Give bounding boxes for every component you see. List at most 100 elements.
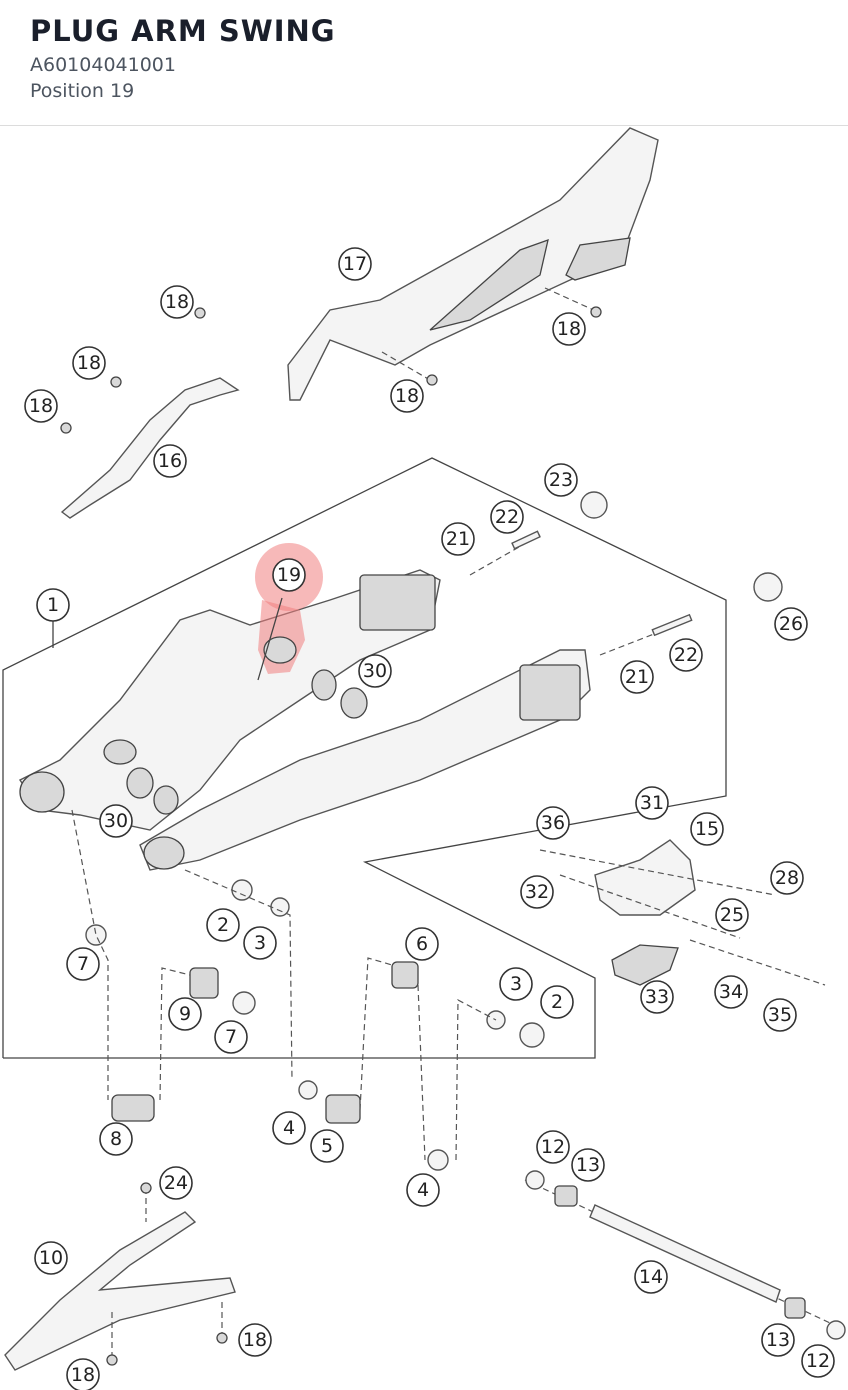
svg-text:8: 8 xyxy=(110,1128,122,1150)
svg-text:13: 13 xyxy=(766,1329,790,1351)
callout-4[interactable]: 4 xyxy=(272,1111,306,1145)
callout-4[interactable]: 4 xyxy=(406,1173,440,1207)
svg-text:2: 2 xyxy=(551,991,563,1013)
callout-19[interactable]: 19 xyxy=(272,558,306,592)
svg-text:12: 12 xyxy=(806,1350,830,1372)
callout-18[interactable]: 18 xyxy=(390,379,424,413)
chain-slider-lower-part xyxy=(4,1211,236,1371)
callout-3[interactable]: 3 xyxy=(243,926,277,960)
svg-text:36: 36 xyxy=(541,812,565,834)
callout-3[interactable]: 3 xyxy=(499,967,533,1001)
svg-text:18: 18 xyxy=(165,291,189,313)
svg-text:32: 32 xyxy=(525,881,549,903)
callout-16[interactable]: 16 xyxy=(153,444,187,478)
callout-8[interactable]: 8 xyxy=(99,1122,133,1156)
svg-text:7: 7 xyxy=(77,953,89,975)
callout-12[interactable]: 12 xyxy=(801,1344,835,1378)
callout-30[interactable]: 30 xyxy=(358,654,392,688)
svg-text:19: 19 xyxy=(277,564,301,586)
callout-2[interactable]: 2 xyxy=(540,985,574,1019)
svg-text:33: 33 xyxy=(645,986,669,1008)
svg-text:13: 13 xyxy=(576,1154,600,1176)
callout-18[interactable]: 18 xyxy=(24,389,58,423)
axle-part xyxy=(524,1170,846,1340)
callout-23[interactable]: 23 xyxy=(544,463,578,497)
caliper-support-part xyxy=(594,839,696,986)
svg-text:18: 18 xyxy=(71,1364,95,1386)
svg-text:18: 18 xyxy=(557,318,581,340)
svg-text:3: 3 xyxy=(510,973,522,995)
callout-22[interactable]: 22 xyxy=(490,500,524,534)
callout-25[interactable]: 25 xyxy=(715,898,749,932)
svg-text:14: 14 xyxy=(639,1266,663,1288)
part-number: A60104041001 xyxy=(30,54,176,76)
svg-text:9: 9 xyxy=(179,1003,191,1025)
swingarm-part xyxy=(18,569,591,871)
callout-28[interactable]: 28 xyxy=(770,861,804,895)
callout-24[interactable]: 24 xyxy=(159,1166,193,1200)
svg-text:30: 30 xyxy=(363,660,387,682)
callout-32[interactable]: 32 xyxy=(520,875,554,909)
svg-text:22: 22 xyxy=(495,506,519,528)
callouts: 1 2 2 3 3 4 4 5 6 7 7 8 9 10 12 12 13 13… xyxy=(24,247,835,1390)
callout-30[interactable]: 30 xyxy=(99,804,133,838)
callout-9[interactable]: 9 xyxy=(168,997,202,1031)
svg-text:5: 5 xyxy=(321,1135,333,1157)
part-title: PLUG ARM SWING xyxy=(30,14,336,48)
svg-text:30: 30 xyxy=(104,810,128,832)
callout-31[interactable]: 31 xyxy=(635,786,669,820)
exploded-parts-diagram: 1 2 2 3 3 4 4 5 6 7 7 8 9 10 12 12 13 13… xyxy=(2,127,846,1390)
callout-34[interactable]: 34 xyxy=(714,975,748,1009)
callout-14[interactable]: 14 xyxy=(634,1260,668,1294)
svg-text:3: 3 xyxy=(254,932,266,954)
svg-text:28: 28 xyxy=(775,867,799,889)
callout-5[interactable]: 5 xyxy=(310,1129,344,1163)
svg-text:6: 6 xyxy=(416,933,428,955)
callout-12[interactable]: 12 xyxy=(536,1130,570,1164)
svg-text:18: 18 xyxy=(29,395,53,417)
svg-text:2: 2 xyxy=(217,914,229,936)
callout-21[interactable]: 21 xyxy=(441,522,475,556)
svg-text:23: 23 xyxy=(549,469,573,491)
callout-10[interactable]: 10 xyxy=(34,1241,68,1275)
callout-22[interactable]: 22 xyxy=(669,638,703,672)
svg-text:18: 18 xyxy=(77,352,101,374)
svg-text:31: 31 xyxy=(640,792,664,814)
callout-17[interactable]: 17 xyxy=(338,247,372,281)
chain-guide-part xyxy=(287,127,659,401)
svg-text:4: 4 xyxy=(283,1117,295,1139)
svg-text:15: 15 xyxy=(695,818,719,840)
callout-21[interactable]: 21 xyxy=(620,660,654,694)
callout-18[interactable]: 18 xyxy=(238,1323,272,1357)
callout-26[interactable]: 26 xyxy=(774,607,808,641)
svg-text:34: 34 xyxy=(719,981,743,1003)
callout-1[interactable]: 1 xyxy=(36,588,70,622)
svg-text:35: 35 xyxy=(768,1004,792,1026)
callout-18[interactable]: 18 xyxy=(552,312,586,346)
svg-text:18: 18 xyxy=(395,385,419,407)
callout-7[interactable]: 7 xyxy=(214,1020,248,1054)
callout-33[interactable]: 33 xyxy=(640,980,674,1014)
callout-18[interactable]: 18 xyxy=(72,346,106,380)
callout-13[interactable]: 13 xyxy=(571,1148,605,1182)
svg-text:10: 10 xyxy=(39,1247,63,1269)
svg-text:24: 24 xyxy=(164,1172,188,1194)
fasteners-parts xyxy=(60,306,783,1366)
callout-7[interactable]: 7 xyxy=(66,947,100,981)
svg-text:21: 21 xyxy=(446,528,470,550)
callout-36[interactable]: 36 xyxy=(536,806,570,840)
callout-6[interactable]: 6 xyxy=(405,927,439,961)
chain-slider-upper-part xyxy=(60,377,240,519)
svg-text:17: 17 xyxy=(343,253,367,275)
callout-18[interactable]: 18 xyxy=(66,1358,100,1390)
svg-text:12: 12 xyxy=(541,1136,565,1158)
callout-2[interactable]: 2 xyxy=(206,908,240,942)
callout-13[interactable]: 13 xyxy=(761,1323,795,1357)
callout-15[interactable]: 15 xyxy=(690,812,724,846)
callout-35[interactable]: 35 xyxy=(763,998,797,1032)
svg-text:7: 7 xyxy=(225,1026,237,1048)
svg-text:22: 22 xyxy=(674,644,698,666)
svg-text:4: 4 xyxy=(417,1179,429,1201)
callout-18[interactable]: 18 xyxy=(160,285,194,319)
group-frame xyxy=(2,457,727,1059)
